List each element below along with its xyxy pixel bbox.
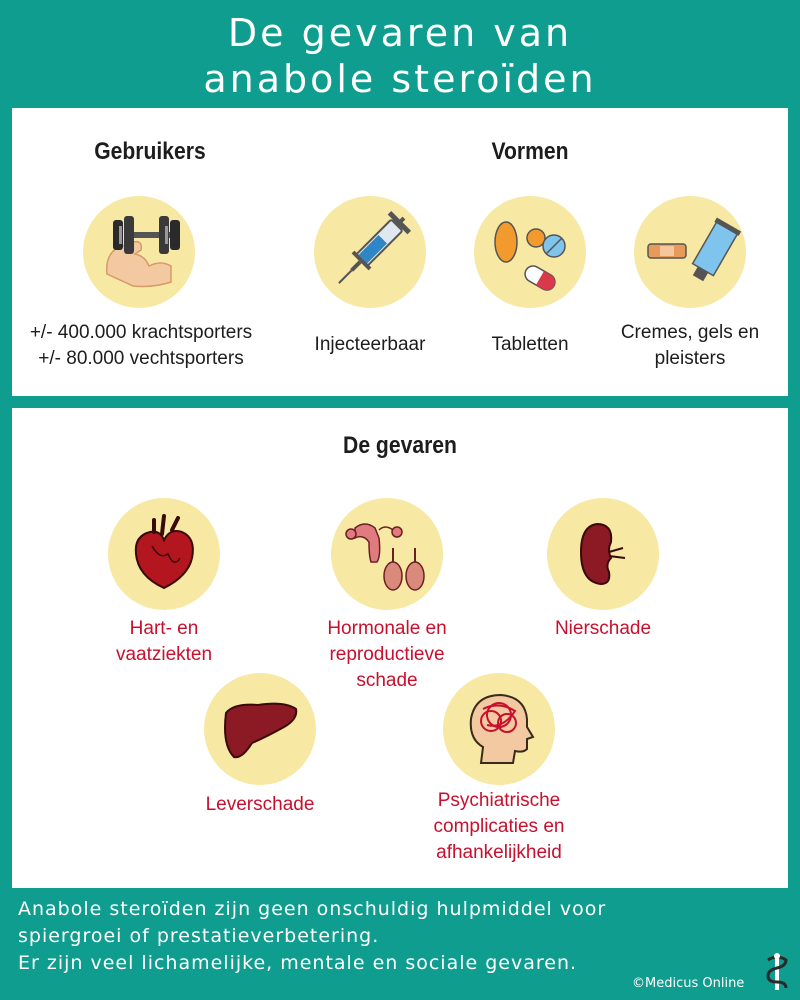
title-line-2: anabole steroïden: [203, 57, 597, 101]
hormonal-circle: [331, 498, 443, 610]
liver-icon: [224, 702, 298, 759]
kidney-icon: [579, 522, 626, 586]
psychiatric-circle: [443, 673, 555, 785]
hormonal-danger-label: Hormonale en reproductieve schade: [297, 616, 477, 694]
tablets-circle: [474, 196, 586, 308]
kidney-danger-label: Nierschade: [554, 618, 652, 639]
users-forms-panel: Gebruikers Vormen +/- 400.000 krachtspor…: [12, 108, 788, 396]
heart-danger-label: Hart- en vaatziekten: [74, 616, 254, 668]
users-heading: Gebruikers: [94, 138, 206, 165]
heart-circle: [108, 498, 220, 610]
heart-danger-line-2: vaatziekten: [115, 644, 213, 665]
page-title: De gevaren van anabole steroïden: [0, 10, 800, 102]
heart-icon: [134, 514, 194, 590]
footer-text: Anabole steroïden zijn geen onschuldig h…: [18, 896, 778, 977]
footer-line-1: Anabole steroïden zijn geen onschuldig h…: [18, 898, 607, 920]
forms-heading: Vormen: [491, 138, 569, 165]
injectable-circle: [314, 196, 426, 308]
liver-circle: [204, 673, 316, 785]
psychiatric-danger-line-1: Psychiatrische: [437, 790, 561, 811]
injectable-label: Injecteerbaar: [314, 334, 426, 355]
liver-danger-label: Leverschade: [205, 794, 315, 815]
cream-tube-icon: [647, 217, 742, 282]
users-circle: [83, 196, 195, 308]
footer-line-3: Er zijn veel lichamelijke, mentale en so…: [18, 952, 578, 974]
heart-danger-line-1: Hart- en: [129, 618, 199, 639]
creams-label-line-2: pleisters: [654, 348, 726, 369]
users-count: +/- 400.000 krachtsporters +/- 80.000 ve…: [12, 320, 270, 372]
medicus-logo-icon: [766, 953, 788, 990]
combat-athletes-count: +/- 80.000 vechtsporters: [38, 348, 244, 369]
dangers-heading: De gevaren: [343, 432, 457, 459]
dumbbell-arm-icon: [105, 216, 180, 288]
copyright-text: ©Medicus Online: [632, 976, 745, 991]
psychiatric-danger-line-3: afhankelijkheid: [436, 842, 562, 863]
kidney-circle: [547, 498, 659, 610]
creams-label-line-1: Cremes, gels en: [620, 322, 760, 343]
hormonal-danger-line-2: reproductieve: [329, 644, 445, 665]
syringe-icon: [338, 210, 412, 284]
hormonal-danger-line-1: Hormonale en: [327, 618, 447, 639]
tablets-label: Tabletten: [491, 334, 569, 355]
hormonal-danger-line-3: schade: [356, 670, 418, 691]
reproductive-organs-icon: [345, 523, 425, 591]
creams-label: Cremes, gels en pleisters: [602, 320, 778, 372]
strength-athletes-count: +/- 400.000 krachtsporters: [29, 322, 253, 343]
head-brain-icon: [469, 693, 535, 764]
psychiatric-danger-label: Psychiatrische complicaties en afhankeli…: [409, 788, 589, 866]
title-line-1: De gevaren van: [227, 11, 573, 55]
psychiatric-danger-line-2: complicaties en: [433, 816, 565, 837]
creams-circle: [634, 196, 746, 308]
pills-icon: [494, 221, 566, 291]
footer-line-2: spiergroei of prestatieverbetering.: [18, 925, 380, 947]
dangers-panel: De gevaren Hart- en vaatziekten Hormonal…: [12, 408, 788, 888]
